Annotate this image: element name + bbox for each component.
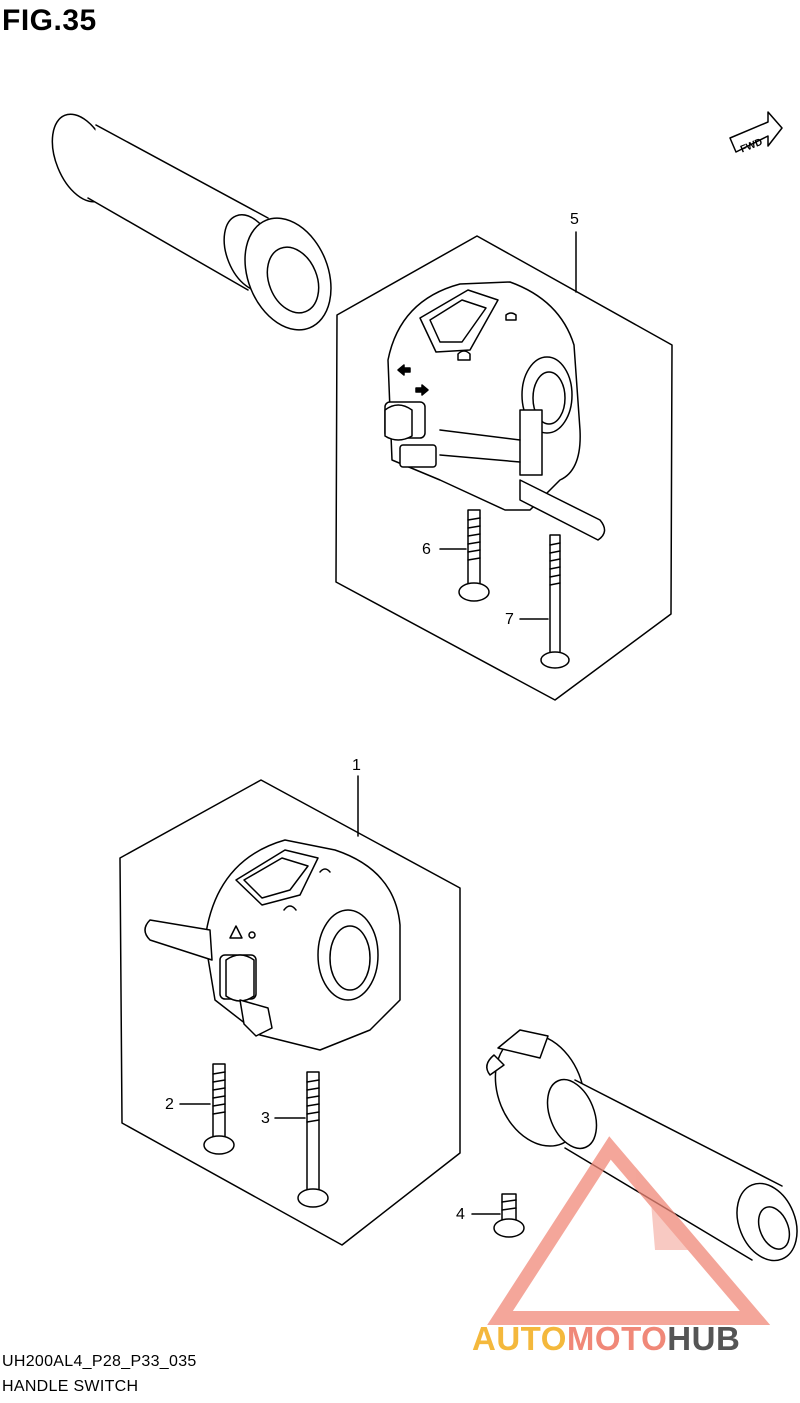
screw-2 [179, 1063, 235, 1155]
right-switch-kit-frame [335, 235, 673, 701]
watermark-auto: AUTO [472, 1320, 567, 1357]
throttle-grip [486, 1029, 798, 1262]
callout-3: 3 [261, 1110, 270, 1127]
figure-title: FIG.35 [2, 4, 97, 37]
screw-6 [439, 509, 490, 602]
watermark-hub: HUB [667, 1320, 741, 1357]
right-handle-switch [384, 281, 606, 541]
watermark-wordmark: AUTOMOTOHUB [472, 1320, 740, 1358]
screw-7 [519, 534, 570, 669]
upper-grip [51, 113, 332, 331]
fwd-arrow-icon: FWD [729, 111, 783, 155]
callout-2: 2 [165, 1096, 174, 1113]
footer-code: UH200AL4_P28_P33_035 [2, 1353, 197, 1370]
screw-3 [274, 1071, 329, 1208]
callout-5: 5 [570, 211, 579, 228]
callout-1: 1 [352, 757, 361, 774]
left-handle-switch [144, 839, 401, 1051]
callout-6: 6 [422, 541, 431, 558]
left-switch-kit-frame [119, 779, 461, 1246]
footer-name: HANDLE SWITCH [2, 1378, 139, 1395]
callout-4: 4 [456, 1206, 465, 1223]
watermark-moto: MOTO [566, 1320, 668, 1357]
callout-7: 7 [505, 611, 514, 628]
watermark-logo [487, 1136, 771, 1325]
screw-4 [471, 1193, 525, 1238]
